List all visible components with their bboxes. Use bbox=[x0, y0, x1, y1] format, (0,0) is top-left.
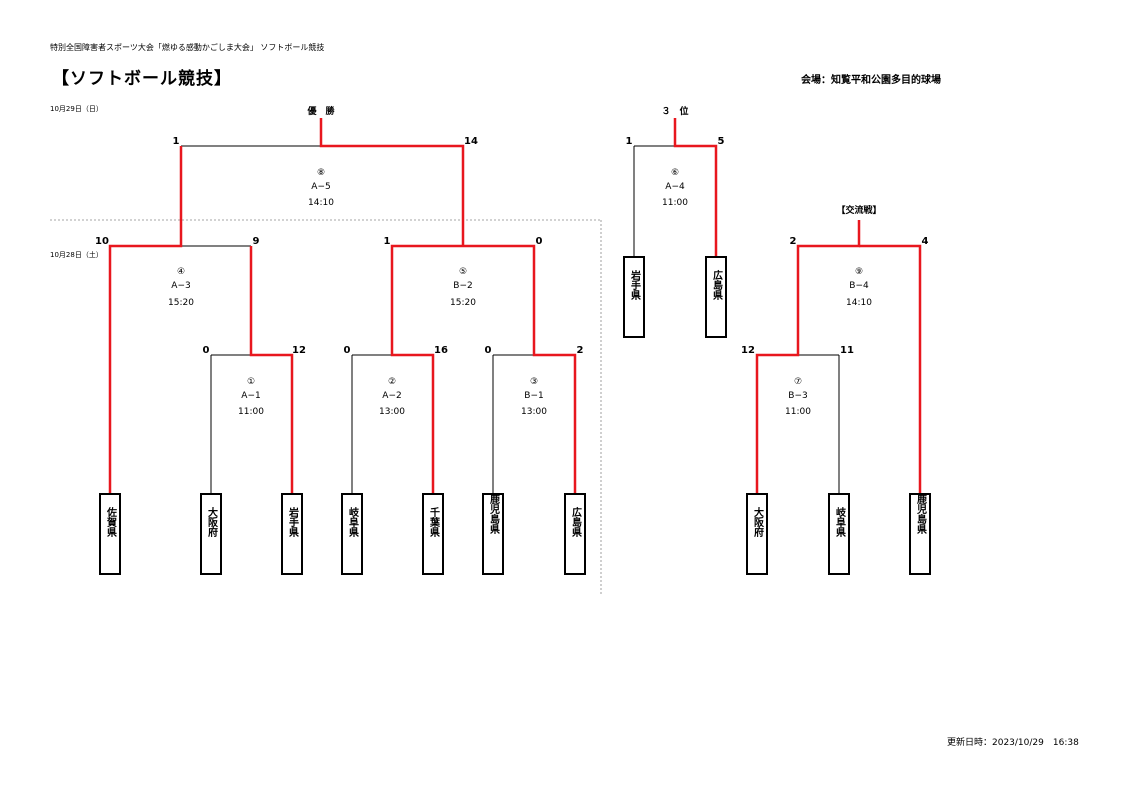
game-5-score-left: 1 bbox=[384, 236, 391, 247]
game-4-code: A−3 bbox=[171, 281, 190, 291]
game-4-time: 15:20 bbox=[168, 298, 194, 308]
game-8-number: ⑧ bbox=[317, 168, 325, 178]
team-iwate-third: 岩手県 bbox=[629, 269, 642, 301]
page-title: 【ソフトボール競技】 bbox=[52, 69, 232, 89]
game-6-time: 11:00 bbox=[662, 198, 688, 208]
game-7-number: ⑦ bbox=[794, 377, 802, 387]
game-5-number: ⑤ bbox=[459, 267, 467, 277]
team-kagoshima-exchange: 鹿児島県 bbox=[915, 493, 928, 535]
game-3-score-right: 2 bbox=[577, 345, 584, 356]
game-2-score-right: 16 bbox=[434, 345, 448, 356]
date-day2: 10月29日（日） bbox=[50, 105, 103, 113]
game-6-score-right: 5 bbox=[718, 136, 725, 147]
team-gifu: 岐阜県 bbox=[347, 506, 359, 538]
game-5-score-right: 0 bbox=[536, 236, 543, 247]
game-5-time: 15:20 bbox=[450, 298, 476, 308]
game-7-time: 11:00 bbox=[785, 407, 811, 417]
game-7-score-left: 12 bbox=[741, 345, 755, 356]
updated-timestamp: 更新日時：2023/10/29 16:38 bbox=[947, 738, 1079, 748]
game-8-score-left: 1 bbox=[173, 136, 180, 147]
team-hiroshima: 広島県 bbox=[570, 506, 582, 538]
game-6-number: ⑥ bbox=[671, 168, 679, 178]
game-4-score-left: 10 bbox=[95, 236, 109, 247]
game-7-code: B−3 bbox=[788, 391, 807, 401]
team-osaka-exchange: 大阪府 bbox=[752, 506, 764, 538]
document-subtitle: 特別全国障害者スポーツ大会「燃ゆる感動かごしま大会」 ソフトボール競技 bbox=[50, 43, 325, 52]
winner-lines bbox=[108, 118, 922, 494]
game-8-code: A−5 bbox=[311, 182, 330, 192]
game-9-score-left: 2 bbox=[790, 236, 797, 247]
game-1-score-right: 12 bbox=[292, 345, 306, 356]
game-1-code: A−1 bbox=[241, 391, 260, 401]
team-gifu-exchange: 岐阜県 bbox=[834, 506, 846, 538]
team-boxes bbox=[99, 256, 931, 575]
game-3-time: 13:00 bbox=[521, 407, 547, 417]
game-8-time: 14:10 bbox=[308, 198, 334, 208]
game-6-score-left: 1 bbox=[626, 136, 633, 147]
game-3-score-left: 0 bbox=[485, 345, 492, 356]
game-7-score-right: 11 bbox=[840, 345, 854, 356]
team-chiba: 千葉県 bbox=[428, 506, 441, 538]
game-2-time: 13:00 bbox=[379, 407, 405, 417]
date-day1: 10月28日（土） bbox=[50, 251, 103, 259]
game-3-number: ③ bbox=[530, 377, 538, 387]
team-osaka: 大阪府 bbox=[206, 506, 218, 538]
game-2-code: A−2 bbox=[382, 391, 401, 401]
game-4-score-right: 9 bbox=[253, 236, 260, 247]
game-3-code: B−1 bbox=[524, 391, 543, 401]
game-9-number: ⑨ bbox=[855, 267, 863, 277]
game-9-time: 14:10 bbox=[846, 298, 872, 308]
game-2-number: ② bbox=[388, 377, 396, 387]
team-hiroshima-third: 広島県 bbox=[711, 269, 723, 301]
game-9-score-right: 4 bbox=[922, 236, 929, 247]
champion-label: 優 勝 bbox=[306, 105, 335, 117]
game-5-code: B−2 bbox=[453, 281, 472, 291]
game-2-score-left: 0 bbox=[344, 345, 351, 356]
game-9-code: B−4 bbox=[849, 281, 869, 291]
team-iwate: 岩手県 bbox=[287, 506, 300, 538]
team-saga: 佐賀県 bbox=[105, 506, 118, 538]
game-1-score-left: 0 bbox=[203, 345, 210, 356]
game-4-number: ④ bbox=[177, 267, 185, 277]
game-1-time: 11:00 bbox=[238, 407, 264, 417]
team-kagoshima: 鹿児島県 bbox=[488, 493, 501, 535]
game-6-code: A−4 bbox=[665, 182, 685, 192]
venue-label: 会場：知覧平和公園多目的球場 bbox=[801, 75, 941, 86]
third-place-label: ３ 位 bbox=[661, 105, 688, 117]
exchange-match-label: 【交流戦】 bbox=[836, 204, 881, 216]
game-8-score-right: 14 bbox=[464, 136, 478, 147]
game-1-number: ① bbox=[247, 377, 255, 387]
